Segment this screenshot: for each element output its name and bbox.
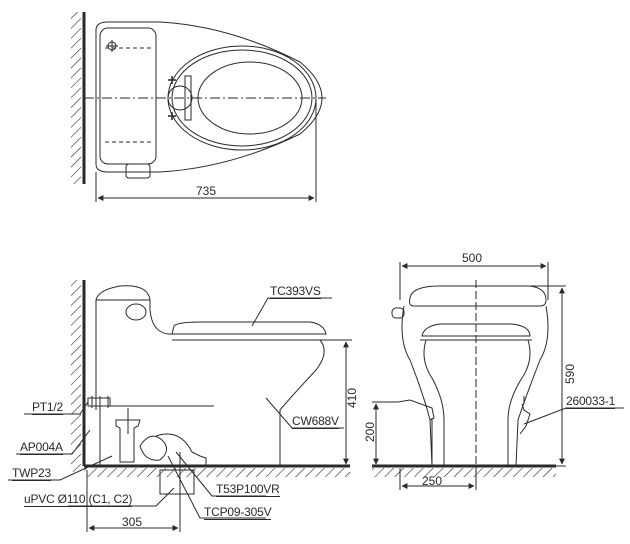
dim-label-supply-height: 200 bbox=[363, 421, 378, 443]
part-label-gasket: TWP23 bbox=[12, 466, 52, 481]
trip-lever bbox=[125, 163, 151, 179]
drain-pipe bbox=[159, 469, 195, 495]
dim-label-length: 735 bbox=[196, 184, 217, 198]
bowl-front-curve bbox=[279, 339, 325, 466]
part-label-drain-pipe: uPVC Ø110 (C1, C2) bbox=[24, 492, 133, 507]
side-view bbox=[8, 280, 352, 532]
body-right bbox=[515, 305, 549, 467]
front-view bbox=[372, 262, 624, 490]
part-label-seat: TC393VS bbox=[270, 284, 321, 299]
dim-label-seat-height: 410 bbox=[345, 387, 360, 409]
angle-valve-left bbox=[397, 399, 435, 421]
wall-hatch bbox=[71, 12, 81, 184]
seat-front bbox=[421, 323, 531, 337]
trap-fitting bbox=[115, 419, 141, 463]
part-label-valve: AP004A bbox=[20, 440, 63, 455]
dim-label-width: 500 bbox=[462, 251, 483, 265]
part-label-adapter: TCP09-305V bbox=[204, 505, 272, 520]
angle-valve-right bbox=[519, 403, 531, 435]
trip-lever-front bbox=[391, 307, 405, 319]
body-left bbox=[401, 305, 433, 467]
part-label-body: CW688V bbox=[292, 414, 339, 429]
tank-profile bbox=[95, 285, 310, 335]
dim-label-rough-in: 305 bbox=[122, 515, 143, 529]
top-view bbox=[71, 12, 326, 202]
bowl-outline bbox=[95, 21, 323, 173]
tank-lid-front bbox=[409, 285, 547, 307]
dim-label-height: 590 bbox=[563, 363, 578, 385]
dim-label-supply-offset: 250 bbox=[422, 474, 443, 488]
part-label-flange: T53P100VR bbox=[216, 482, 280, 497]
leader-260033-1 bbox=[523, 407, 624, 425]
seat-side bbox=[171, 321, 327, 335]
part-label-angle-valve: 260033-1 bbox=[566, 394, 616, 409]
part-label-supply-pipe: PT1/2 bbox=[32, 400, 64, 415]
supply-valve bbox=[87, 397, 111, 407]
